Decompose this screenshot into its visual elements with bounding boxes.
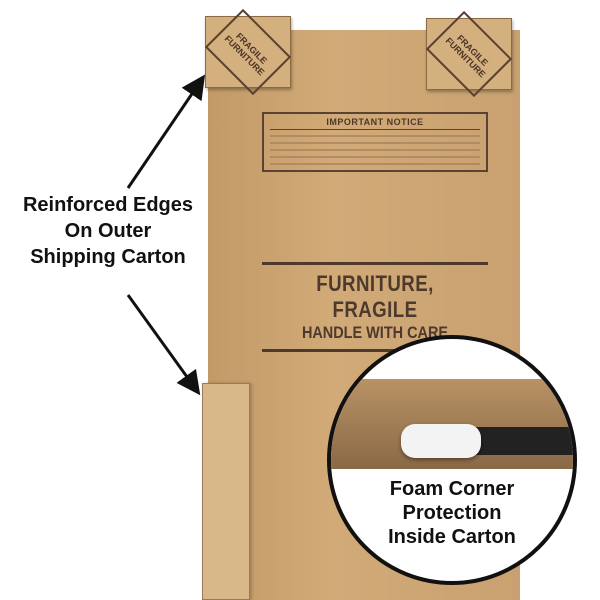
- arrow-down: [126, 294, 201, 396]
- reinforced-edge: [202, 383, 250, 600]
- callout-line: Foam Corner: [389, 478, 515, 500]
- fragile-line1: FURNITURE, FRAGILE: [316, 271, 434, 322]
- callout-line: On Outer: [64, 220, 152, 242]
- fragile-label: FURNITURE, FRAGILE HANDLE WITH CARE: [262, 262, 488, 352]
- callout-line: Inside Carton: [388, 526, 516, 548]
- callout-foam: Foam Corner Protection Inside Carton: [331, 477, 573, 549]
- corner-flap-right: FRAGILE FURNITURE: [425, 10, 513, 98]
- corner-flap-left: FRAGILE FURNITURE: [204, 8, 292, 96]
- important-notice: IMPORTANT NOTICE: [262, 112, 488, 172]
- arrow-up: [126, 74, 206, 189]
- callout-line: Shipping Carton: [30, 246, 186, 268]
- foam-inset-circle: Foam Corner Protection Inside Carton: [327, 335, 577, 585]
- callout-line: Protection: [402, 502, 502, 524]
- fragile-line2: HANDLE WITH CARE: [301, 323, 449, 342]
- notice-heading: IMPORTANT NOTICE: [270, 117, 480, 130]
- callout-line: Reinforced Edges: [22, 194, 194, 216]
- foam-corner: [401, 424, 481, 458]
- callout-reinforced-edges: Reinforced Edges On Outer Shipping Carto…: [4, 192, 212, 270]
